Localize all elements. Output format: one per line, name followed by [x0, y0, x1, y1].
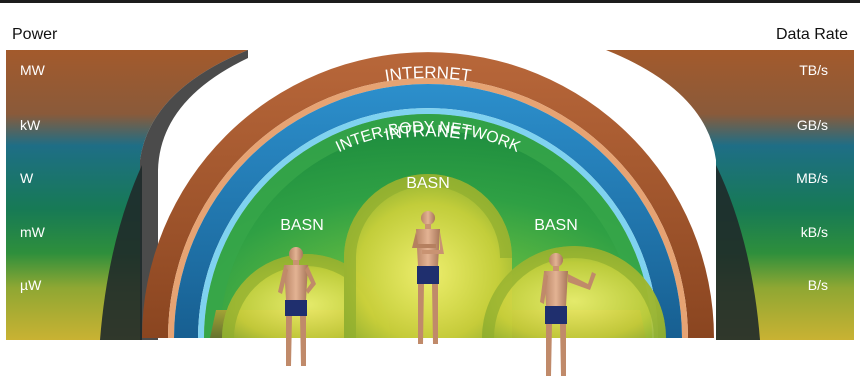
power-level-microwatt: µW — [20, 277, 42, 293]
power-level-kw: kW — [20, 117, 41, 133]
human-figure-center — [412, 211, 444, 344]
rate-level-mbs: MB/s — [796, 170, 828, 186]
basn-label-left: BASN — [280, 217, 324, 234]
power-axis-title: Power — [12, 26, 58, 43]
top-border — [0, 0, 860, 3]
power-scale-panel — [6, 50, 248, 340]
intranet-label: INTRANET — [383, 121, 473, 144]
data-rate-scale-panel — [606, 50, 854, 340]
basn-label-right: BASN — [534, 217, 578, 234]
human-figure-right — [540, 253, 596, 376]
rate-level-tbs: TB/s — [799, 62, 828, 78]
human-figure-left — [278, 247, 316, 366]
data-rate-axis-title: Data Rate — [775, 26, 848, 43]
internet-label: INTERNET — [383, 63, 472, 85]
basn-label-center: BASN — [406, 175, 450, 192]
power-level-mw: MW — [20, 62, 45, 78]
rate-level-bs: B/s — [807, 277, 828, 293]
power-level-w: W — [20, 170, 34, 186]
power-level-milliwatt: mW — [20, 224, 45, 240]
basn-dome-right — [482, 246, 666, 338]
rate-level-gbs: GB/s — [796, 117, 828, 133]
rate-level-kbs: kB/s — [800, 224, 828, 240]
